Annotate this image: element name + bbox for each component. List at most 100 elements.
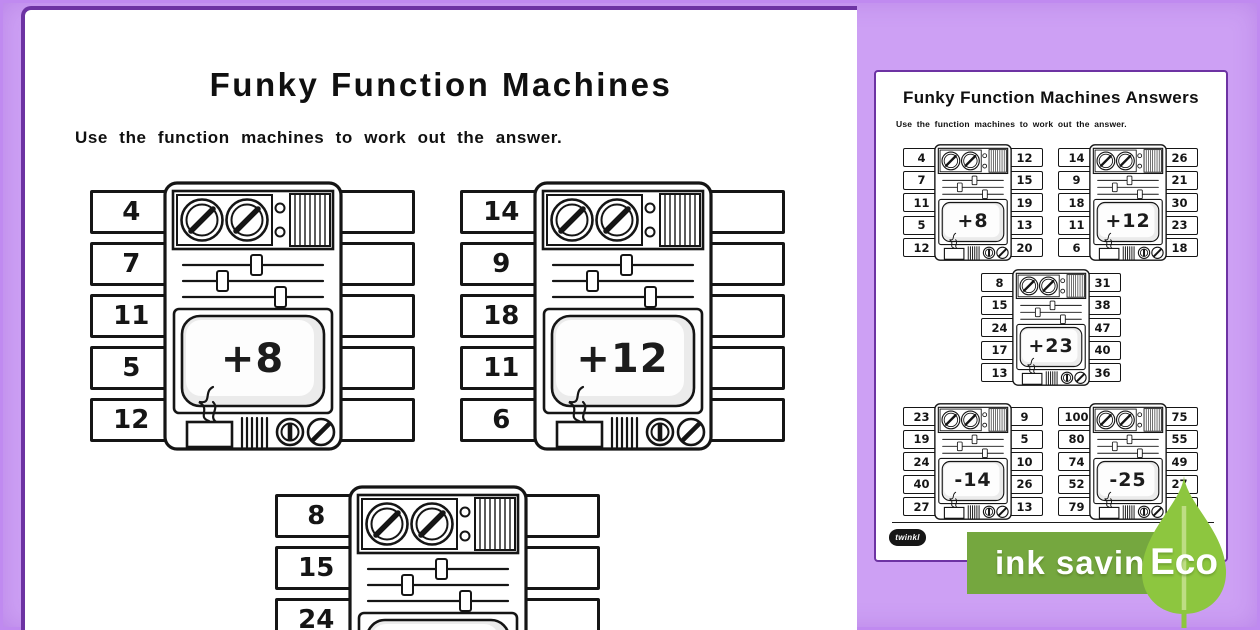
slider [551, 270, 694, 292]
screw-icon [1151, 246, 1164, 259]
knob-icon [941, 151, 961, 171]
slider [181, 254, 324, 276]
screw-icon [982, 246, 996, 259]
function-machine: 23 9 19 5 24 10 40 26 27 13 [903, 403, 1043, 520]
machine-input-value: 9 [492, 249, 511, 279]
machine-output-value: 75 [1171, 409, 1188, 424]
screw-icon [1137, 505, 1151, 518]
knob-icon [549, 198, 594, 242]
machine-output-value: 10 [1016, 454, 1033, 469]
machine-output-value [706, 401, 783, 439]
slider [366, 558, 509, 580]
machine-function-label: +8 [957, 210, 989, 233]
speaker-grill-icon [967, 246, 980, 260]
screw-icon [645, 417, 674, 447]
speaker-grill-icon [1122, 246, 1135, 260]
smoke-icon [211, 400, 217, 424]
screen [938, 457, 1008, 505]
eco-leaf-icon [1141, 476, 1227, 628]
machine-input-value: 18 [1068, 195, 1085, 210]
machine-input-value: 79 [1068, 499, 1085, 514]
slider-handle [273, 286, 287, 308]
slider [181, 270, 324, 292]
smoke-icon [1033, 364, 1036, 374]
screen [1093, 198, 1163, 246]
speaker-grill-icon [1045, 371, 1058, 385]
machine-artwork [1089, 403, 1167, 520]
slider-handle [1034, 307, 1041, 318]
slider-handle [1126, 175, 1133, 186]
plug-box [1021, 372, 1043, 385]
slider [551, 286, 694, 308]
machine-output-value: 30 [1171, 195, 1188, 210]
function-machine: 8 31 15 38 24 47 17 40 13 36 [981, 269, 1121, 386]
machine-output-value [336, 349, 413, 387]
machine-input-value: 11 [483, 353, 520, 383]
speaker-grill-icon [1066, 274, 1085, 298]
machine-input-value: 8 [995, 275, 1004, 290]
slider-handle [585, 270, 599, 292]
machine-input-value: 80 [1068, 432, 1085, 446]
slider-handle [1111, 182, 1118, 193]
slider [1097, 182, 1159, 193]
machine-input-value: 17 [991, 343, 1008, 357]
speaker-grill-icon [473, 497, 516, 551]
machine-input-value: 6 [1072, 240, 1081, 255]
machine-output-value: 40 [1094, 343, 1111, 357]
slider [942, 441, 1004, 452]
indicator-dots-icon [274, 202, 285, 238]
slider-handle [1137, 189, 1143, 200]
function-machine: 14 26 9 21 18 30 11 23 6 18 [1058, 144, 1198, 261]
machine-input-value: 24 [913, 454, 930, 469]
machine-output-value [521, 601, 598, 630]
function-machine: 100 75 80 55 74 49 52 27 79 [1058, 403, 1198, 520]
screw-icon [996, 505, 1009, 518]
slider [1020, 300, 1082, 311]
screw-icon [275, 417, 304, 447]
machine-input-value: 52 [1068, 477, 1085, 491]
function-machine: 4 12 7 15 11 19 5 13 12 20 [903, 144, 1043, 261]
smoke-icon [949, 232, 957, 249]
speaker-grill-icon [988, 408, 1007, 432]
smoke-icon [1110, 239, 1113, 249]
knob-icon [960, 151, 980, 171]
slider-handle [643, 286, 657, 308]
slider [181, 286, 324, 308]
eco-label: Eco [1150, 541, 1218, 582]
worksheet-title: Funky Function Machines [209, 66, 673, 103]
screw-icon [1151, 505, 1164, 518]
machine-output-value: 23 [1171, 218, 1188, 232]
machine-output-value: 49 [1171, 454, 1188, 469]
plug-box [555, 420, 603, 449]
function-machine: 4 7 11 5 12 [90, 181, 415, 451]
plug-box [943, 506, 965, 519]
machine-output-value [521, 549, 598, 587]
screw-icon [1060, 371, 1074, 384]
slider [1097, 189, 1159, 200]
machine-input-value: 7 [122, 249, 141, 279]
slider-handle [1126, 434, 1133, 445]
machine-input-value: 4 [917, 150, 926, 165]
machine-input-value: 74 [1068, 454, 1085, 469]
slider [942, 182, 1004, 193]
indicator-dots-icon [459, 506, 470, 542]
smoke-icon [567, 385, 584, 423]
machine-input-value: 13 [991, 365, 1008, 380]
machine-function-label: +23 [1028, 335, 1074, 358]
speaker-grill-icon [1143, 408, 1162, 432]
worksheet-page: Funky Function Machines Use the function… [21, 6, 857, 630]
machine-input-value: 4 [122, 197, 141, 227]
plug-box [1098, 247, 1120, 260]
smoke-icon [197, 385, 214, 423]
footer-divider [892, 522, 1214, 523]
screen [1093, 457, 1163, 505]
machine-output-value: 38 [1094, 298, 1111, 312]
smoke-icon [955, 498, 958, 508]
ink-saving-label: ink saving [995, 544, 1167, 581]
slider-handle [971, 434, 978, 445]
machine-input-value: 27 [913, 499, 930, 514]
slider [942, 175, 1004, 186]
plug-box [943, 247, 965, 260]
twinkl-logo: twinkl [889, 529, 926, 546]
speaker-grill-icon [988, 149, 1007, 173]
